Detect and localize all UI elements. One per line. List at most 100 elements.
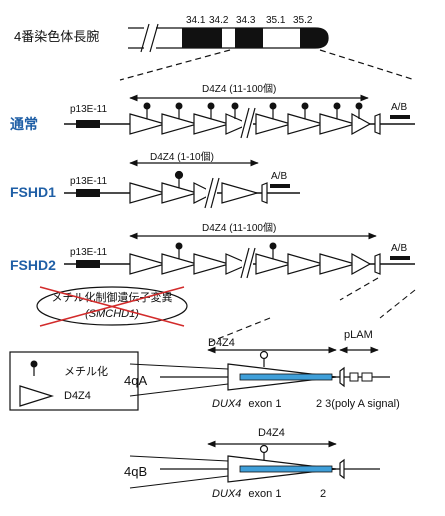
- d4z4-unit: [129, 182, 168, 204]
- legend-methylation-label: メチル化: [64, 364, 108, 378]
- repeat-count-label: D4Z4 (11-100個): [202, 82, 276, 95]
- row-label-fshd1: FSHD1: [10, 184, 56, 200]
- repeat-break: [210, 177, 220, 209]
- partial-d4z4-unit: [374, 113, 381, 135]
- methylation-marks: [174, 170, 184, 188]
- d4z4-unit: [129, 253, 168, 275]
- methylation-marks: [143, 102, 363, 119]
- detail-zoom-left-lower: [209, 317, 271, 343]
- ab-marker: [390, 115, 410, 119]
- partial-d4z4-unit: [374, 253, 381, 275]
- d4z4-unit: [193, 182, 216, 204]
- detail-a-caption: DUX4 exon 1: [212, 398, 281, 410]
- d4z4-unit: [351, 252, 372, 276]
- legend-d4z4-label: D4Z4: [64, 390, 91, 402]
- detail-b-caption: DUX4 exon 1: [212, 488, 281, 500]
- detail-b-unmethylated-pin: [259, 444, 269, 454]
- d4z4-unit: [225, 253, 251, 275]
- methylation-marks: [175, 242, 277, 259]
- exon-3-a: [361, 372, 373, 382]
- ab-label: A/B: [391, 102, 407, 113]
- allele-label-4qa: 4qA: [124, 373, 147, 388]
- d4z4-unit: [221, 182, 260, 204]
- chromosome-break-2: [149, 23, 159, 53]
- detail-b-guide-bottom: [129, 475, 229, 489]
- mutation-gene-name: (SMCHD1): [85, 308, 139, 320]
- exon-2-label: 2: [320, 488, 326, 500]
- dux4-gene-label: DUX4: [212, 488, 241, 500]
- allele-label-4qb: 4qB: [124, 464, 147, 479]
- exon-2-3-polya-label: 2 3(poly A signal): [316, 398, 400, 410]
- repeat-break-gap: [242, 106, 253, 140]
- probe-label: p13E-11: [70, 247, 108, 258]
- probe-label: p13E-11: [70, 104, 108, 115]
- detail-a-unmethylated-pin: [259, 350, 269, 360]
- ab-label: A/B: [391, 243, 407, 254]
- d4z4-unit: [351, 112, 372, 136]
- repeat-count-label: D4Z4 (1-10個): [150, 150, 214, 163]
- band-label-34-3: 34.3: [236, 15, 256, 26]
- row-label-normal: 通常: [10, 116, 38, 132]
- repeat-break: [240, 247, 250, 279]
- band-label-34-1: 34.1: [186, 15, 206, 26]
- band-34-1: [182, 28, 222, 48]
- repeat-count-label: D4Z4 (11-100個): [202, 221, 276, 234]
- detail-zoom-right: [379, 289, 416, 319]
- d4z4-unit: [287, 253, 326, 275]
- detail-b-partial-unit: [339, 458, 345, 480]
- band-label-35-1: 35.1: [266, 15, 286, 26]
- probe-label: p13E-11: [70, 176, 108, 187]
- d4z4-triangle-icon: [19, 385, 55, 407]
- dux4-exon1-a: [239, 373, 333, 381]
- detail-a-guide-top: [129, 363, 229, 370]
- plam-label: pLAM: [344, 329, 373, 341]
- zoom-line-left: [119, 49, 231, 81]
- zoom-line-right: [319, 49, 416, 81]
- detail-b-guide-top: [129, 455, 229, 462]
- detail-zoom-left-upper: [339, 277, 379, 301]
- band-35-2: [300, 28, 328, 48]
- ab-marker: [270, 184, 290, 188]
- detail-b-d4z4-label: D4Z4: [258, 427, 285, 439]
- row-fshd1: FSHD1 p13E-11 D4Z4 (1-10個) A/B: [10, 150, 300, 210]
- legend: メチル化 D4Z4: [9, 351, 139, 411]
- dux4-gene-label: DUX4: [212, 398, 241, 410]
- detail-4qb: D4Z4 4qB DUX4 exon 1 2: [124, 427, 380, 500]
- d4z4-unit: [319, 253, 358, 275]
- row-normal: 通常 p13E-11 D4Z4 (11-100個) A/B: [10, 82, 415, 140]
- band-label-34-2: 34.2: [209, 15, 229, 26]
- row-fshd2: FSHD2 p13E-11 D4Z4 (11-100個) A/B: [10, 221, 415, 280]
- repeat-break: [246, 107, 256, 139]
- ab-label: A/B: [271, 171, 287, 182]
- chromosome-outline: [128, 27, 329, 49]
- probe-block: [76, 189, 100, 197]
- exon-2-a: [349, 372, 359, 382]
- detail-4qa: D4Z4 pLAM 4qA DUX4 exon 1 2 3(poly A sig…: [124, 329, 400, 410]
- chromosome-break-1: [140, 23, 150, 53]
- detail-a-d4z4-label: D4Z4: [208, 337, 235, 349]
- d4z4-unit: [225, 113, 251, 135]
- band-label-35-2: 35.2: [293, 15, 313, 26]
- cross-line-2: [39, 286, 185, 327]
- repeat-break: [204, 177, 214, 209]
- mutation-gene-text: メチル化制御遺伝子変異: [52, 290, 173, 304]
- probe-block: [76, 120, 100, 128]
- methylation-pin-icon: [30, 360, 38, 368]
- probe-block: [76, 260, 100, 268]
- d4z4-unit: [193, 253, 232, 275]
- dux4-exon1-b: [239, 465, 333, 473]
- exon1-label: exon 1: [248, 488, 281, 500]
- detail-a-guide-bottom: [129, 383, 229, 397]
- chromosome-label: 4番染色体長腕: [14, 29, 99, 44]
- partial-d4z4-unit: [261, 182, 268, 204]
- repeat-break-gap: [206, 176, 217, 210]
- mutation-note: メチル化制御遺伝子変異 (SMCHD1): [36, 286, 188, 327]
- row-label-fshd2: FSHD2: [10, 257, 56, 273]
- detail-a-partial-unit: [339, 366, 345, 388]
- ab-marker: [390, 256, 410, 260]
- exon1-label: exon 1: [248, 398, 281, 410]
- chromosome: 4番染色体長腕 34.1 34.2 34.3 35.1 35.2: [14, 15, 416, 81]
- band-34-3: [235, 28, 263, 48]
- repeat-break: [240, 107, 250, 139]
